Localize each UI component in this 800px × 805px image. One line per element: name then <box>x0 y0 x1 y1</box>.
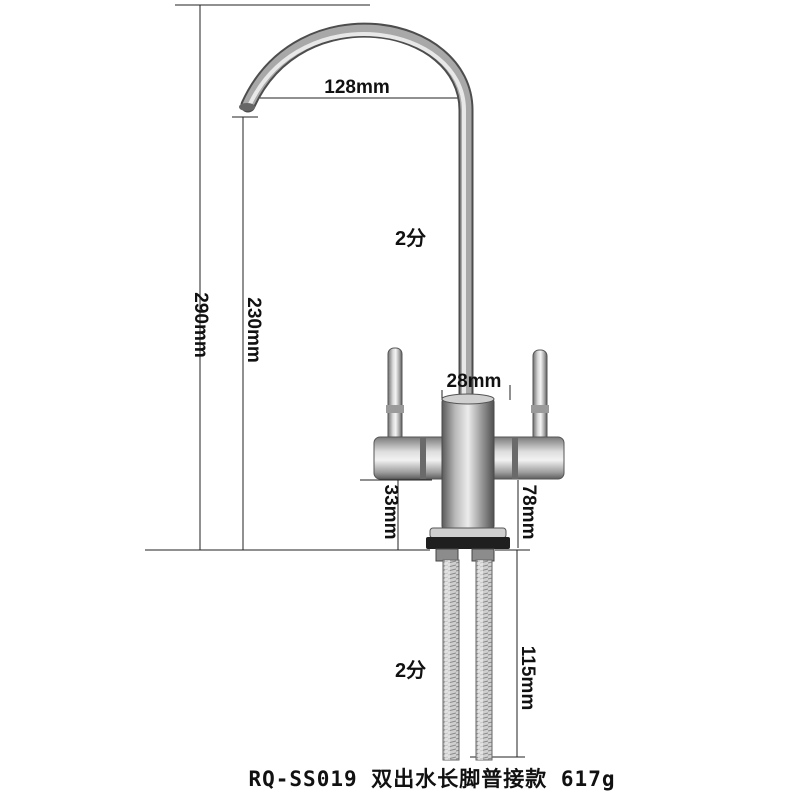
shank-size-label: 2分 <box>395 659 426 682</box>
total-height-label: 290mm <box>190 292 211 358</box>
left-handle <box>386 347 404 444</box>
spout-size-label: 2分 <box>395 227 426 250</box>
base-height-left-label: 33mm <box>380 485 401 540</box>
dimension-lines <box>145 4 530 758</box>
right-handle <box>531 349 549 446</box>
shanks <box>442 559 493 761</box>
spout-reach-label: 128mm <box>324 77 390 98</box>
spout-height-label: 230mm <box>243 297 264 363</box>
mounting-base <box>426 527 510 562</box>
shank-length-label: 115mm <box>517 646 538 710</box>
side-valves <box>373 436 565 480</box>
body-diameter-label: 28mm <box>447 371 502 392</box>
product-caption: RQ-SS019 双出水长脚普接款 617g <box>248 767 615 791</box>
base-height-right-label: 78mm <box>518 485 539 540</box>
faucet-body <box>441 393 495 531</box>
spout <box>239 22 474 403</box>
